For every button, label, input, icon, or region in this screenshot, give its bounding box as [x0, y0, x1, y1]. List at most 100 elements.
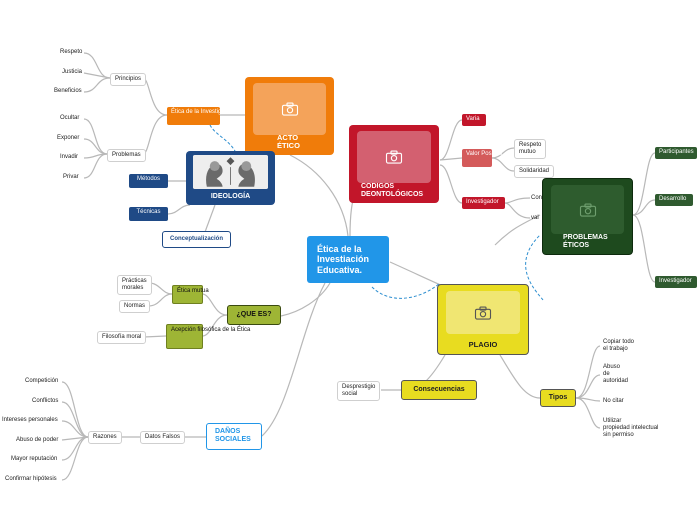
confirmar-hipotesis-item[interactable]: Confirmar hipótesis: [5, 476, 57, 482]
conceptualizacion-node[interactable]: Conceptualización: [162, 231, 231, 248]
invadir-item[interactable]: Invadir: [60, 154, 79, 160]
no-citar-item[interactable]: No citar: [603, 398, 624, 404]
link-plagio-pe: [494, 214, 541, 246]
ideologia-topic[interactable]: IDEOLOGÍA: [186, 151, 275, 205]
metodos-node[interactable]: Métodos: [129, 174, 168, 188]
problemas-node[interactable]: Problemas: [107, 149, 146, 162]
link-eticamutua-normas: [148, 293, 173, 307]
privar-item[interactable]: Privar: [63, 174, 79, 180]
investigador-node[interactable]: Investigador: [462, 197, 505, 209]
link-pe-participantes: [632, 152, 656, 216]
link-valor-solidaridad: [491, 157, 515, 172]
respeto-item[interactable]: Respeto: [60, 49, 83, 55]
link-eticamutua-practicas: [148, 282, 173, 295]
mayor-reputacion-item[interactable]: Mayor reputación: [11, 456, 58, 462]
link-razones-conflictos: [61, 401, 89, 438]
ideologia-label: IDEOLOGÍA: [210, 192, 251, 200]
relation-root-plagio: [371, 282, 441, 299]
acto-etico-topic[interactable]: ACTO ÉTICO: [245, 77, 334, 155]
normas-node[interactable]: Normas: [119, 300, 151, 313]
val-partial-node[interactable]: val: [531, 215, 539, 221]
link-etica-principios: [142, 77, 168, 116]
codigos-deontologicos-topic[interactable]: CODIGOS DEONTOLÓGICOS: [349, 125, 439, 203]
link-problemas-ocultar: [83, 118, 108, 155]
filosofia-moral-node[interactable]: Filosofía moral: [97, 331, 147, 344]
copiar-todo-item[interactable]: Copiar todo el trabajo: [603, 339, 635, 352]
link-principios-justicia: [83, 72, 111, 79]
intereses-personales-item[interactable]: Intereses personales: [2, 417, 58, 423]
con-partial-node[interactable]: Con: [531, 195, 543, 201]
image-placeholder: [253, 83, 326, 135]
que-es-topic[interactable]: ¿QUE ES?: [227, 305, 281, 325]
link-quees-eticamutua: [202, 293, 228, 316]
tipos-node[interactable]: Tipos: [540, 389, 576, 407]
valor-positivo-node[interactable]: Valor Positivo: [462, 149, 502, 167]
link-acepcion-filosofia: [143, 335, 167, 338]
link-root-danos: [261, 282, 326, 437]
link-etica-problemas: [142, 114, 168, 155]
image-placeholder: [357, 131, 431, 183]
link-principios-beneficios: [83, 77, 111, 93]
link-tipos-abuso: [575, 374, 601, 399]
principios-node[interactable]: Principios: [110, 73, 147, 86]
root-topic[interactable]: Ética de la Investiación Educativa.: [307, 236, 389, 283]
razones-node[interactable]: Razones: [88, 431, 122, 444]
image-placeholder: [551, 185, 624, 234]
tecnicas-node[interactable]: Técnicas: [129, 207, 168, 221]
datos-falsos-node[interactable]: Datos Falsos: [140, 431, 186, 444]
exponer-item[interactable]: Exponer: [57, 135, 80, 141]
link-ideologia-tecnicas: [167, 204, 191, 215]
participantes-node[interactable]: Participantes: [655, 147, 697, 159]
problemas-eticos-label: PROBLEMAS ÉTICOS: [563, 233, 608, 249]
conflictos-item[interactable]: Conflictos: [32, 398, 59, 404]
camera-icon: [385, 150, 403, 164]
link-tipos-utilizar: [575, 397, 601, 429]
link-problemas-privar: [83, 153, 108, 179]
link-ideologia-concept: [204, 204, 216, 233]
link-investigador-con: [504, 197, 531, 204]
thinkers-illustration: [193, 155, 268, 189]
link-pe-desarrollo: [632, 199, 656, 216]
ocultar-item[interactable]: Ocultar: [60, 115, 80, 121]
justicia-item[interactable]: Justicia: [62, 69, 83, 75]
link-razones-hipotesis: [61, 436, 89, 481]
acepcion-filosofica-node[interactable]: Acepción filosófica de la Ética: [166, 324, 250, 349]
link-razones-intereses: [61, 420, 89, 438]
camera-icon: [579, 202, 596, 217]
abuso-poder-item[interactable]: Abuso de poder: [16, 437, 59, 443]
acto-etico-label: ACTO ÉTICO: [277, 132, 300, 151]
link-codigos-valor: [439, 157, 463, 161]
codigos-label: CODIGOS DEONTOLÓGICOS: [361, 182, 424, 198]
danos-sociales-topic[interactable]: DAÑOS SOCIALES: [206, 423, 262, 450]
relation-etica-ideologia: [209, 124, 237, 154]
link-problemas-exponer: [83, 138, 108, 155]
desprestigio-social-node[interactable]: Desprestigio social: [337, 381, 381, 401]
desarrollo-node[interactable]: Desarrollo: [655, 194, 693, 206]
solidaridad-node[interactable]: Solidaridad: [514, 165, 555, 178]
etica-investigacion-topic[interactable]: Ética de la Investigación.: [167, 107, 237, 125]
dashed-relations: [209, 124, 544, 301]
plagio-topic[interactable]: PLAGIO: [437, 284, 529, 355]
competicion-item[interactable]: Competición: [25, 378, 59, 384]
problemas-eticos-topic[interactable]: PROBLEMAS ÉTICOS: [542, 178, 633, 255]
relation-plagio-pe: [525, 234, 544, 301]
consecuencias-node[interactable]: Consecuencias: [401, 380, 477, 400]
varia-node[interactable]: Varia: [462, 114, 486, 126]
link-root-acto: [289, 154, 349, 237]
link-codigos-investigador: [439, 164, 463, 204]
investigador-pe-node[interactable]: Investigador: [655, 276, 697, 288]
beneficios-item[interactable]: Beneficios: [54, 88, 82, 94]
image-placeholder: [446, 291, 520, 334]
respeto-mutuo-node[interactable]: Respeto mutuo: [514, 139, 547, 159]
link-quees-acepcion: [202, 314, 228, 337]
link-root-quees: [280, 282, 331, 317]
abuso-autoridad-item[interactable]: Abuso de autoridad: [603, 364, 629, 384]
utilizar-propiedad-item[interactable]: Utilizar propiedad intelectual sin permi…: [603, 418, 659, 438]
link-plagio-tipos: [499, 354, 541, 399]
link-pe-investigador: [632, 214, 656, 283]
camera-icon: [281, 102, 298, 116]
practicas-morales-node[interactable]: Prácticas morales: [117, 275, 152, 295]
etica-mutua-node[interactable]: Ética mutua: [172, 285, 209, 304]
link-investigador-val: [504, 202, 531, 219]
link-razones-competicion: [61, 381, 89, 438]
